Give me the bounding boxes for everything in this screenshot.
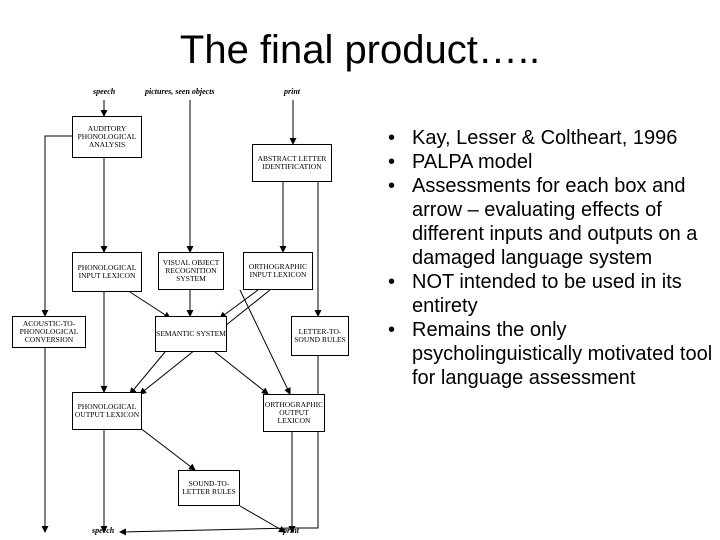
arrow-stl-to-print bbox=[239, 505, 286, 533]
arrow-phon-output-to-stl bbox=[134, 423, 196, 471]
arrow-orth-input-to-semantic bbox=[219, 289, 259, 319]
arrow-phon-input-to-semantic bbox=[129, 291, 171, 319]
box-acoustic-to-phonological: ACOUSTIC-TO-PHONOLOGICAL CONVERSION bbox=[12, 316, 86, 348]
bullet-item: PALPA model bbox=[384, 150, 714, 174]
box-visual-object-recognition: VISUAL OBJECT RECOGNITION SYSTEM bbox=[158, 252, 224, 290]
box-phonological-output-lexicon: PHONOLOGICAL OUTPUT LEXICON bbox=[72, 392, 142, 430]
arrow-semantic-to-phon-output bbox=[129, 351, 166, 395]
input-speech-label: speech bbox=[93, 87, 116, 96]
bullet-item: NOT intended to be used in its entirety bbox=[384, 270, 714, 318]
bullet-item: Assessments for each box and arrow – eva… bbox=[384, 174, 714, 270]
box-phonological-input-lexicon: PHONOLOGICAL INPUT LEXICON bbox=[72, 252, 142, 292]
palpa-model-diagram: speech pictures, seen objects print AUDI… bbox=[0, 80, 360, 540]
arrow-auditory-to-acoustic bbox=[41, 135, 72, 317]
arrow-orth-input-to-orth-output bbox=[239, 289, 291, 395]
bullet-item: Remains the only psycholinguistically mo… bbox=[384, 318, 714, 390]
box-semantic-system: SEMANTIC SYSTEM bbox=[155, 316, 227, 352]
bullet-item: Kay, Lesser & Coltheart, 1996 bbox=[384, 126, 714, 150]
box-letter-to-sound-rules: LETTER-TO-SOUND RULES bbox=[291, 316, 349, 356]
bullet-list: Kay, Lesser & Coltheart, 1996 PALPA mode… bbox=[384, 126, 714, 390]
box-abstract-letter-identification: ABSTRACT LETTER IDENTIFICATION bbox=[252, 144, 332, 182]
arrow-lts-to-speech bbox=[119, 356, 319, 536]
input-print-label: print bbox=[284, 87, 301, 96]
slide-title: The final product….. bbox=[179, 28, 541, 72]
output-print-label: print bbox=[283, 526, 300, 535]
arrow-semantic-to-orth-output bbox=[214, 351, 269, 395]
input-pictures-label: pictures, seen objects bbox=[145, 87, 215, 96]
box-sound-to-letter-rules: SOUND-TO-LETTER RULES bbox=[178, 470, 240, 506]
box-orthographic-output-lexicon: ORTHOGRAPHIC OUTPUT LEXICON bbox=[263, 394, 325, 432]
output-speech-label: speech bbox=[92, 526, 115, 535]
diagram-arrows bbox=[41, 100, 322, 536]
box-auditory-phonological-analysis: AUDITORY PHONOLOGICAL ANALYSIS bbox=[72, 116, 142, 158]
box-orthographic-input-lexicon: ORTHOGRAPHIC INPUT LEXICON bbox=[243, 252, 313, 290]
